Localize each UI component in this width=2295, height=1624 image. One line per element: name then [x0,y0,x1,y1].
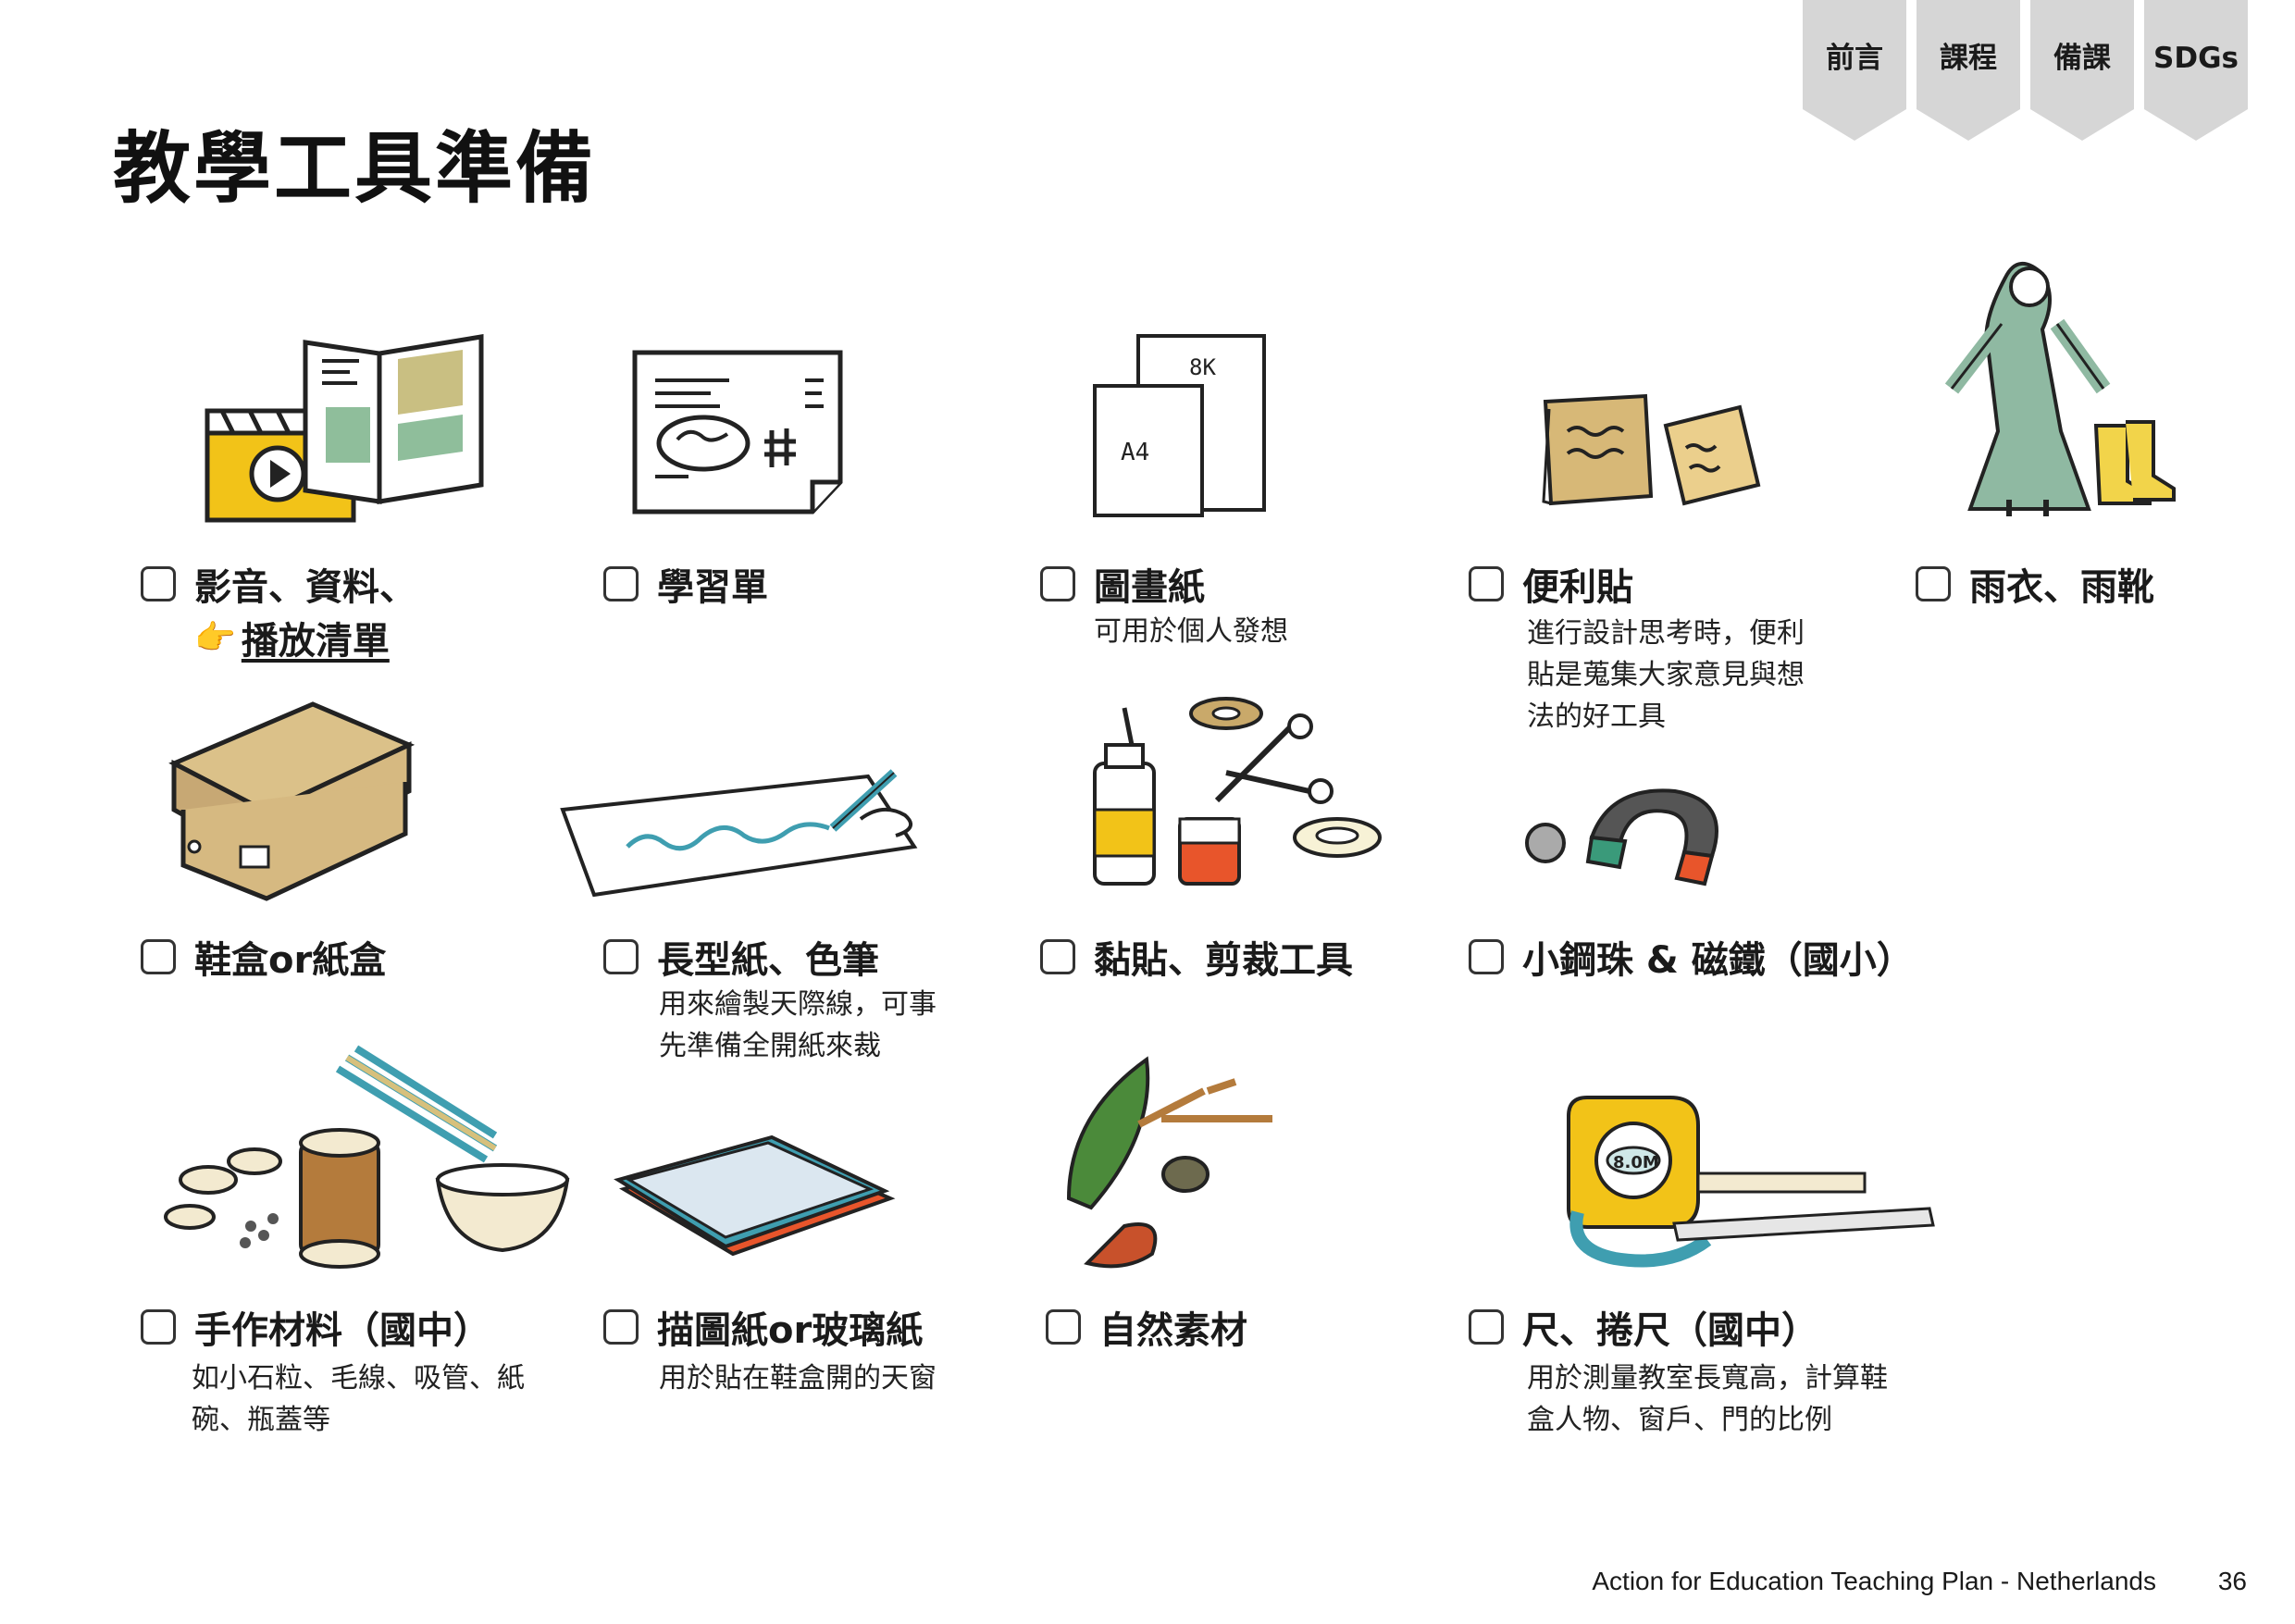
playlist-link-row: 👉 播放清單 [194,611,390,664]
desc-line: 碗、瓶蓋等 [192,1404,330,1436]
shoebox-illustration [168,701,416,901]
video-book-illustration [205,334,484,523]
desc-line: 用於測量教室長寬高，計算鞋 [1527,1362,1888,1395]
item-magnet: 小鋼珠 & 磁鐵（國小） [1469,930,1914,984]
desc-line: 可用於個人發想 [1094,615,1288,648]
playlist-link[interactable]: 播放清單 [241,620,390,663]
item-worksheet: 學習單 [603,557,768,611]
magnet-checkbox[interactable] [1469,939,1504,974]
worksheet-checkbox[interactable] [603,566,639,601]
ruler-tape-illustration: 8.0M [1567,1096,1935,1268]
item-natural-materials: 自然素材 [1046,1300,1247,1354]
item-tracing-paper: 描圖紙or玻璃紙 [603,1300,923,1354]
raincoat-checkbox[interactable] [1916,566,1951,601]
item-glue-scissors: 黏貼、剪裁工具 [1040,930,1353,984]
raincoat-boots-illustration [1944,262,2176,516]
paper-a4-text: A4 [1121,439,1149,466]
desc-line: 如小石粒、毛線、吸管、紙 [192,1362,525,1395]
drawing-paper-checkbox[interactable] [1040,566,1075,601]
glue-scissors-checkbox[interactable] [1040,939,1075,974]
footer-title: Action for Education Teaching Plan - Net… [1592,1567,2156,1595]
tab-course[interactable]: 課程 [1917,0,2020,141]
item-craft-materials: 手作材料（國中） [141,1300,490,1354]
av-materials-checkbox[interactable] [141,566,176,601]
item-raincoat: 雨衣、雨靴 [1916,557,2154,611]
desc-line: 盒人物、窗戶、門的比例 [1527,1404,1832,1436]
drawing-paper-illustration: 8K A4 [1093,334,1266,517]
tab-preface[interactable]: 前言 [1803,0,1906,141]
av-materials-label: 影音、資料、 [194,566,416,609]
drawing-paper-desc: 可用於個人發想 [1094,611,1288,652]
drawing-paper-label: 圖畫紙 [1094,566,1205,609]
sticky-notes-illustration [1542,393,1761,506]
item-ruler-tape: 尺、捲尺（國中） [1469,1300,1818,1354]
glue-scissors-illustration [1093,697,1382,886]
shoebox-label: 鞋盒or紙盒 [194,939,387,982]
pointing-hand-icon: 👉 [194,619,236,657]
page-title: 教學工具準備 [113,123,597,214]
shoebox-checkbox[interactable] [141,939,176,974]
item-av-materials: 影音、資料、 [141,557,416,611]
tab-lesson-prep[interactable]: 備課 [2030,0,2134,141]
ruler-tape-checkbox[interactable] [1469,1309,1504,1345]
magnet-label: 小鋼珠 & 磁鐵（國小） [1522,939,1914,982]
tracing-paper-illustration [614,1134,896,1257]
item-shoebox: 鞋盒or紙盒 [141,930,386,984]
tracing-paper-desc: 用於貼在鞋盒開的天窗 [659,1357,937,1399]
worksheet-illustration [632,350,843,514]
desc-line: 貼是蒐集大家意見與想 [1527,659,1805,691]
tab-sdgs[interactable]: SDGs [2144,0,2248,141]
natural-materials-illustration [1066,1056,1272,1269]
magnet-ball-illustration [1525,788,1718,886]
desc-line: 先準備全開紙來裁 [659,1030,881,1062]
craft-materials-illustration [164,1045,570,1269]
page-number: 36 [2217,1567,2247,1595]
desc-line: 用來繪製天際線，可事 [659,988,937,1021]
sticky-notes-label: 便利貼 [1522,566,1633,609]
desc-line: 用於貼在鞋盒開的天窗 [659,1362,937,1395]
tracing-paper-checkbox[interactable] [603,1309,639,1345]
craft-materials-checkbox[interactable] [141,1309,176,1345]
ruler-tape-label: 尺、捲尺（國中） [1522,1309,1818,1352]
long-paper-label: 長型紙、色筆 [657,939,879,982]
desc-line: 進行設計思考時，便利 [1527,617,1805,650]
item-drawing-paper: 圖畫紙 [1040,557,1205,611]
raincoat-label: 雨衣、雨靴 [1969,566,2154,609]
item-long-paper: 長型紙、色筆 [603,930,879,984]
natural-materials-label: 自然素材 [1099,1309,1247,1352]
long-paper-pen-illustration [560,769,918,898]
sticky-notes-checkbox[interactable] [1469,566,1504,601]
glue-scissors-label: 黏貼、剪裁工具 [1094,939,1353,982]
sticky-notes-desc: 進行設計思考時，便利 貼是蒐集大家意見與想 法的好工具 [1527,613,1805,738]
worksheet-label: 學習單 [657,566,768,609]
item-sticky-notes: 便利貼 [1469,557,1633,611]
tape-measure-text: 8.0M [1613,1153,1659,1172]
long-paper-checkbox[interactable] [603,939,639,974]
natural-materials-checkbox[interactable] [1046,1309,1081,1345]
paper-8k-text: 8K [1189,354,1216,380]
craft-materials-desc: 如小石粒、毛線、吸管、紙 碗、瓶蓋等 [192,1357,525,1441]
long-paper-desc: 用來繪製天際線，可事 先準備全開紙來裁 [659,984,937,1067]
ruler-tape-desc: 用於測量教室長寬高，計算鞋 盒人物、窗戶、門的比例 [1527,1357,1888,1441]
tracing-paper-label: 描圖紙or玻璃紙 [657,1309,924,1352]
craft-materials-label: 手作材料（國中） [194,1309,490,1352]
desc-line: 法的好工具 [1527,700,1666,733]
